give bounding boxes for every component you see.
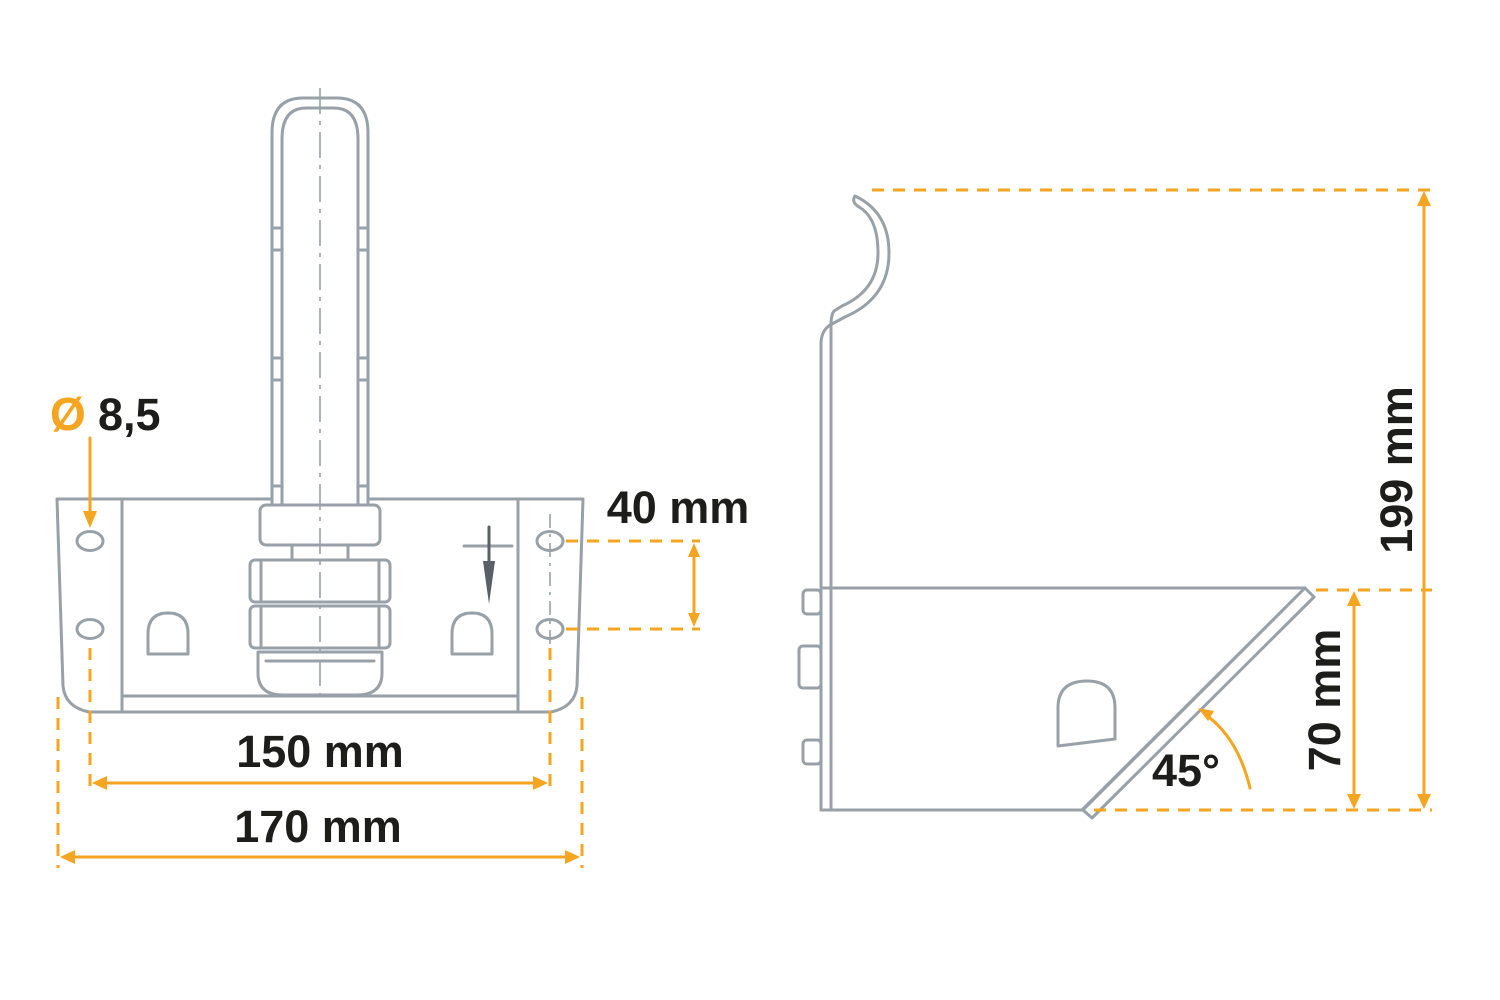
detail-pointer [483, 561, 495, 604]
outer-width-arrowhead-right [565, 850, 580, 864]
bolt-shaft [270, 96, 370, 516]
front-dimensions: Ø 8,5 40 mm 150 mm 170 mm [50, 388, 749, 868]
hole-spacing-arrowhead-up [688, 543, 700, 557]
diameter-value: 8,5 [98, 389, 161, 440]
diameter-arrowhead [83, 511, 97, 528]
hole-spacing-label: 40 mm [607, 482, 750, 533]
flap-angle-label: 45° [1152, 745, 1220, 796]
punched-tab-right [450, 611, 494, 656]
total-height-arrowhead-up [1417, 191, 1431, 206]
hole-spacing-arrowhead-down [688, 613, 700, 627]
angled-flap-blade [1081, 586, 1316, 820]
flap-angle-arrowhead [1198, 708, 1214, 721]
inner-width-label: 150 mm [236, 726, 404, 777]
total-height-label: 199 mm [1371, 386, 1422, 554]
hook-outer-edge [819, 194, 891, 812]
side-view [797, 194, 1316, 820]
front-view [55, 88, 585, 714]
side-clamp-bump-top [801, 588, 823, 616]
side-dimensions: 199 mm 70 mm 45° [872, 188, 1432, 812]
bolt-thread-ticks [270, 226, 370, 488]
hole-bottom-left [75, 618, 105, 640]
hole-top-left [75, 530, 105, 552]
side-clamp-bump-middle [797, 644, 823, 690]
hook-tip-cap [852, 194, 861, 209]
total-height-arrowhead-down [1417, 794, 1431, 809]
side-punched-tab [1056, 679, 1117, 748]
side-clamp-bump-bottom [801, 738, 823, 766]
diameter-symbol: Ø [50, 388, 86, 440]
outer-width-arrowhead-left [60, 850, 75, 864]
flap-height-arrowhead-down [1347, 794, 1361, 809]
inner-width-arrowhead-right [533, 776, 548, 790]
inner-width-arrowhead-left [92, 776, 107, 790]
flap-angle-arc [1204, 713, 1252, 790]
hook-inner-edge [829, 205, 880, 812]
outer-width-label: 170 mm [234, 801, 402, 852]
flap-height-label: 70 mm [1299, 629, 1350, 772]
flap-height-arrowhead-up [1347, 591, 1361, 606]
punched-tab-left [146, 611, 190, 656]
